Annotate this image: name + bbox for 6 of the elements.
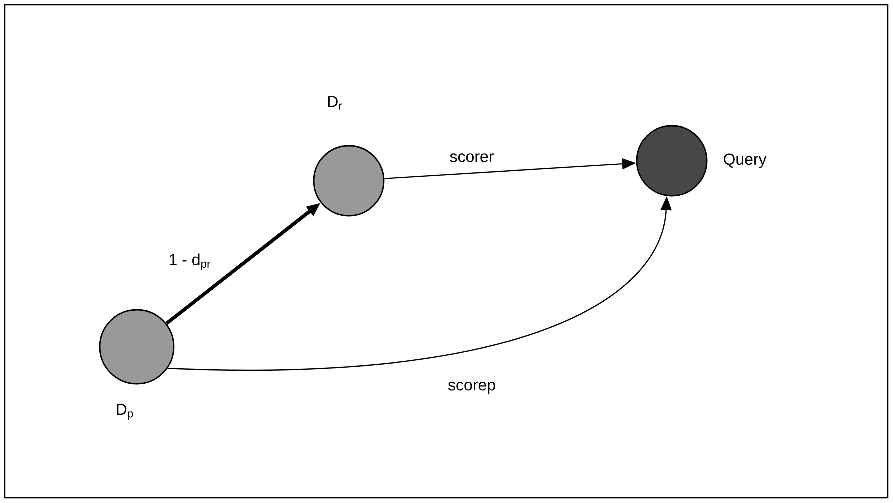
- edge-label: 1 - d$_{pr}$: [168, 252, 212, 272]
- node-label: Query: [724, 154, 767, 168]
- edge-label: scorep: [447, 381, 498, 395]
- node-label: D$_{r}$: [328, 96, 342, 110]
- edge-label: scorer: [448, 152, 496, 164]
- node-label: D$_{p}$: [117, 404, 134, 420]
